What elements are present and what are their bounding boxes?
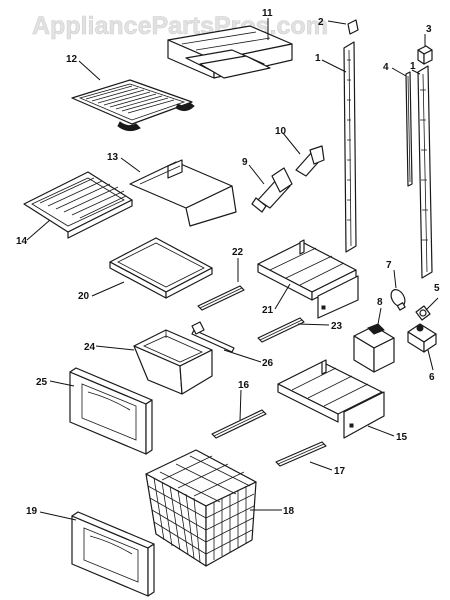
- callout-2: 2: [318, 17, 324, 28]
- part-20-tray: [109, 237, 213, 299]
- callout-5: 5: [434, 283, 440, 294]
- callout-14: 14: [16, 236, 28, 247]
- callout-3: 3: [426, 24, 432, 35]
- part-24-bin: [133, 329, 213, 395]
- callout-1b: 1: [410, 61, 416, 72]
- part-21-frame: [257, 239, 359, 319]
- watermark: AppliancePartsPros.com: [32, 12, 328, 40]
- part-11-top-bin: [167, 25, 293, 79]
- part-23-rail: [257, 317, 305, 343]
- part-19-drawer-front: [71, 511, 155, 597]
- callout-12: 12: [66, 54, 78, 65]
- callout-4: 4: [383, 62, 389, 73]
- callout-17: 17: [334, 466, 346, 477]
- part-6-socket: [407, 323, 437, 353]
- callout-24: 24: [84, 342, 96, 353]
- callout-26: 26: [262, 358, 274, 369]
- callout-18: 18: [283, 506, 295, 517]
- part-9-bracket: [251, 167, 293, 213]
- callout-20: 20: [78, 291, 90, 302]
- part-26-rail: [191, 321, 235, 353]
- part-10-bracket: [295, 145, 325, 177]
- callout-1: 1: [315, 53, 321, 64]
- callout-13: 13: [107, 152, 119, 163]
- part-16-rail: [211, 409, 267, 439]
- part-8-module: [353, 323, 395, 373]
- part-1-rail-right: [417, 65, 433, 279]
- part-18-wire-basket: [145, 449, 257, 567]
- part-12-glass-shelf: [71, 79, 195, 132]
- part-17-rail: [275, 441, 327, 467]
- callout-21: 21: [262, 305, 274, 316]
- callout-9: 9: [242, 157, 248, 168]
- part-22-rail: [197, 285, 245, 311]
- callout-23: 23: [331, 321, 343, 332]
- callout-7: 7: [386, 260, 392, 271]
- part-25-drawer-front: [69, 367, 153, 455]
- callout-6: 6: [429, 372, 435, 383]
- leader-lines: [26, 18, 439, 521]
- callout-labels: 11 2 3 12 1 4 1 10 13 9 14 22 7 20 5 8 2…: [16, 8, 440, 517]
- callout-25: 25: [36, 377, 48, 388]
- callout-16: 16: [238, 380, 250, 391]
- callout-19: 19: [26, 506, 38, 517]
- part-15-frame: [277, 359, 385, 439]
- callout-15: 15: [396, 432, 408, 443]
- part-3-cap: [417, 45, 433, 65]
- part-2-tab: [347, 19, 359, 35]
- callout-8: 8: [377, 297, 383, 308]
- callout-10: 10: [275, 126, 287, 137]
- part-4-rail: [405, 71, 413, 187]
- callout-22: 22: [232, 247, 244, 258]
- part-14-glass-shelf: [23, 171, 133, 239]
- part-1-rail: [343, 41, 357, 253]
- part-13-shelf-bracket: [129, 159, 237, 227]
- part-7-bulb: [390, 289, 406, 311]
- callout-11: 11: [262, 8, 273, 19]
